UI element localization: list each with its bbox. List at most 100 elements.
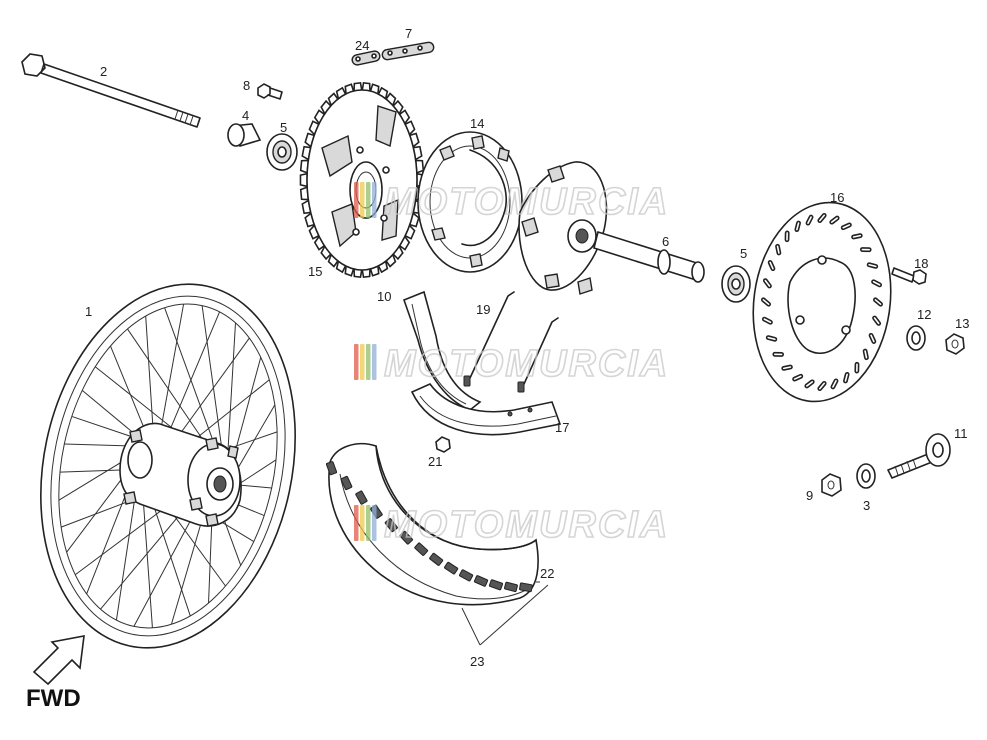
callout-9: 9: [806, 488, 813, 503]
watermark-stripe: [366, 344, 371, 380]
watermark-stripe: [354, 182, 359, 218]
disc-slot: [817, 212, 827, 224]
tire-tread-block: [384, 518, 398, 533]
callout-5-right: 5: [740, 246, 747, 261]
bearing-part-5-right: [721, 265, 751, 303]
forward-arrow-icon: [32, 635, 85, 686]
callout-2: 2: [100, 64, 107, 79]
callout-7: 7: [405, 26, 412, 41]
disc-slot: [872, 315, 882, 326]
tire-tread-block: [325, 461, 338, 476]
watermark-stripe: [366, 505, 371, 541]
watermark-stripe: [354, 505, 359, 541]
disc-slot: [830, 378, 839, 390]
disc-slot: [854, 361, 860, 374]
disc-slot: [804, 379, 815, 389]
disc-slot: [872, 297, 884, 307]
bolt-part-8: [257, 83, 283, 100]
wheel-spoke: [127, 328, 216, 459]
disc-slot: [843, 371, 850, 384]
inner-tube-part-17: [410, 383, 562, 436]
hub-flange-part-14: [417, 131, 523, 273]
wheel-assembly-part-1: [40, 283, 296, 649]
callout-17: 17: [555, 420, 569, 435]
callout-16: 16: [830, 190, 844, 205]
callout-13: 13: [955, 316, 969, 331]
leader-lines: [461, 581, 549, 646]
tire-tread-block: [503, 581, 518, 593]
watermark-text: MOTOMURCIA: [384, 504, 669, 546]
disc-slot: [761, 316, 773, 325]
rim-tape-part-10: [402, 290, 482, 411]
callout-18: 18: [914, 256, 928, 271]
disc-slot: [775, 243, 782, 256]
disc-slot: [851, 233, 863, 240]
watermark-stripe: [372, 344, 377, 380]
callout-1: 1: [85, 304, 92, 319]
disc-slot: [868, 332, 877, 344]
disc-slot: [765, 335, 778, 342]
tire-tread-block: [444, 561, 459, 575]
watermark: MOTOMURCIA: [354, 342, 669, 386]
disc-slot: [859, 247, 872, 253]
watermark-text: MOTOMURCIA: [384, 343, 669, 385]
nut-part-9: [821, 473, 842, 497]
watermark-stripe: [372, 182, 377, 218]
valve-nut-part-21: [435, 436, 451, 453]
forward-direction-label: FWD: [26, 685, 81, 712]
callout-11: 11: [954, 426, 968, 441]
disc-slot: [760, 297, 772, 307]
callout-4: 4: [242, 108, 249, 123]
sprocket-tooth: [299, 172, 308, 188]
watermark-text: MOTOMURCIA: [384, 181, 669, 223]
tire-tread-block: [458, 569, 474, 582]
callout-3: 3: [863, 498, 870, 513]
disc-slot: [866, 262, 879, 269]
callout-21: 21: [428, 454, 442, 469]
disc-slot: [772, 351, 785, 357]
watermark: MOTOMURCIA: [354, 180, 669, 224]
disc-slot: [829, 215, 840, 225]
bolt-part-18: [891, 267, 927, 285]
wheel-spoke: [145, 316, 155, 441]
wheel-spoke: [110, 345, 150, 441]
bearing-part-5-left: [266, 133, 298, 171]
wheel-spoke: [201, 305, 225, 465]
tire-part-22-23: [325, 442, 539, 606]
nut-part-13: [945, 333, 965, 355]
disc-slot: [784, 230, 790, 243]
tire-tread-block: [473, 575, 489, 587]
chain-link-part-24: [351, 50, 381, 66]
callout-6: 6: [662, 234, 669, 249]
wheel-spoke: [164, 307, 221, 461]
callout-15: 15: [308, 264, 322, 279]
watermark-stripe: [372, 505, 377, 541]
tire-tread-block: [429, 552, 444, 566]
tire-tread-block: [488, 579, 504, 591]
disc-slot: [794, 220, 801, 233]
tire-tread-block: [399, 530, 413, 545]
watermark-group: MOTOMURCIA MOTOMURCIA MOTOMURCIA: [354, 180, 669, 547]
watermark-stripe: [354, 344, 359, 380]
spacer-part-4: [227, 123, 262, 147]
callout-12: 12: [917, 307, 931, 322]
disc-slot: [871, 279, 883, 288]
disc-slot: [792, 373, 804, 382]
callout-24: 24: [355, 38, 369, 53]
watermark-stripe: [360, 344, 365, 380]
chain-link-part-7: [381, 41, 435, 61]
callout-5-left: 5: [280, 120, 287, 135]
tire-tread-block: [340, 475, 353, 491]
disc-slot: [840, 222, 852, 231]
callout-23: 23: [470, 654, 484, 669]
spoke-part-19: [463, 291, 559, 393]
watermark-stripe: [360, 505, 365, 541]
hub-body: [518, 161, 705, 295]
tire-tread-block: [355, 490, 368, 505]
watermark: MOTOMURCIA: [354, 503, 669, 547]
sprocket-part-15: [299, 81, 425, 279]
washer-part-3: [856, 463, 876, 489]
wheel-spoke: [226, 322, 237, 472]
disc-slot: [767, 260, 776, 272]
